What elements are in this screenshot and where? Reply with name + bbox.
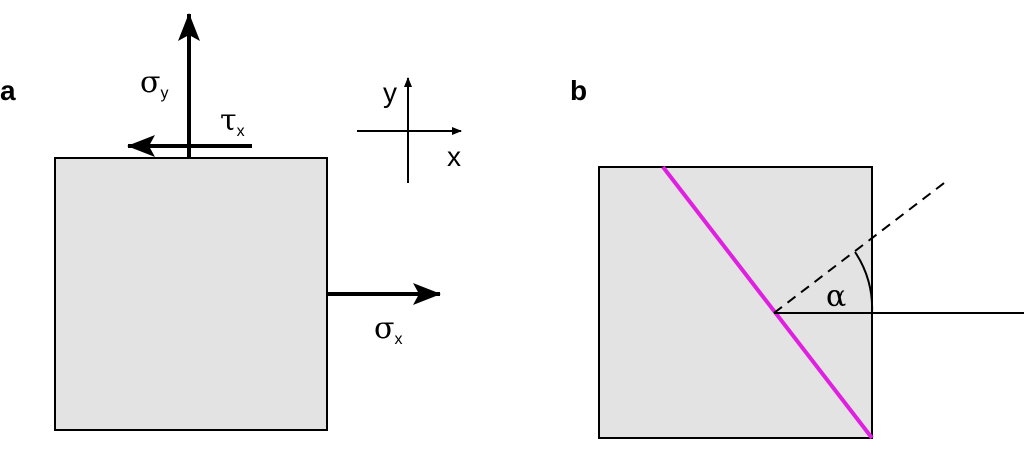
sigma-y-label: σy (140, 65, 168, 102)
sigma-x-label: σx (374, 311, 402, 348)
stress-element-b (598, 166, 873, 439)
panel-b-label: b (570, 75, 587, 106)
x-axis-label: x (447, 141, 461, 172)
angle-alpha-label: α (826, 279, 846, 314)
panel-a-label: a (0, 75, 16, 106)
coordinate-axes: x y (357, 77, 462, 183)
y-axis-label: y (383, 77, 397, 108)
stress-element-a (54, 157, 328, 431)
tau-x-label: τx (220, 103, 245, 140)
panel-a: a σy τx σx x y (0, 13, 462, 431)
inclined-plane-line (661, 165, 874, 440)
normal-dashed-line (773, 179, 949, 314)
angle-arc (854, 251, 874, 314)
panel-b: b α (570, 75, 1024, 440)
